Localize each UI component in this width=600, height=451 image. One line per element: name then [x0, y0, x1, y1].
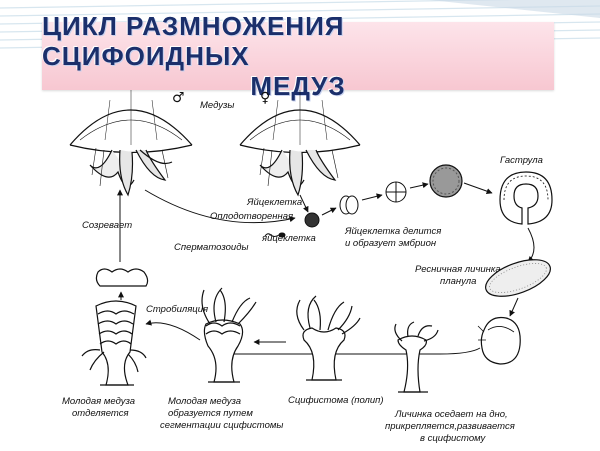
strobila	[81, 300, 147, 386]
arrow-cleave-1	[321, 207, 337, 216]
label-segment-3: сегментации сцифистомы	[160, 420, 283, 431]
sperm-cell	[264, 232, 286, 238]
label-divides-2: и образует эмбрион	[345, 238, 437, 249]
label-settles-2: прикрепляется,развивается	[385, 421, 515, 432]
planula-larva	[485, 259, 551, 297]
arrow-cleave-3	[409, 182, 429, 189]
arrow-to-gastrula	[463, 182, 493, 195]
arrow-strobilation	[145, 319, 201, 341]
arrow-egg	[299, 194, 309, 213]
label-sperm: Сперматозоиды	[174, 242, 248, 253]
label-medusae: Медузы	[200, 100, 234, 111]
arrow-cleave-2	[361, 193, 383, 201]
female-medusa	[239, 90, 361, 197]
title-line-1: ЦИКЛ РАЗМНОЖЕНИЯ СЦИФОИДНЫХ	[42, 11, 345, 71]
title-line-2: МЕДУЗ	[250, 71, 346, 101]
female-symbol: ♀	[260, 90, 270, 106]
gastrula	[499, 171, 553, 225]
strobilating-polyp	[201, 287, 257, 383]
scyphistoma-polyp	[296, 295, 361, 381]
label-segment-1: Молодая медуза	[168, 396, 241, 407]
label-young-1: Молодая медуза	[62, 396, 135, 407]
young-scyphistoma	[394, 321, 439, 393]
label-strobilation: Стробиляция	[146, 304, 208, 315]
label-scyphistoma: Сцифистома (полип)	[288, 395, 384, 406]
fertilized-egg	[304, 212, 320, 228]
arrow-to-planula	[527, 227, 535, 263]
label-matures: Созревает	[82, 220, 132, 231]
label-gastrula: Гаструла	[500, 155, 543, 166]
male-symbol: ♂	[172, 90, 185, 106]
four-cell-stage	[385, 181, 407, 203]
arrow-bottom-row	[214, 347, 481, 357]
label-planula-2: планула	[440, 276, 476, 287]
ephyra	[95, 268, 149, 287]
arrow-sperm	[144, 189, 296, 224]
title-banner: ЦИКЛ РАЗМНОЖЕНИЯ СЦИФОИДНЫХ МЕДУЗ	[42, 11, 554, 101]
label-fertilized-1: Оплодотворенная	[210, 211, 293, 222]
morula-embryo	[429, 164, 463, 198]
label-divides-1: Яйцеклетка делится	[344, 226, 441, 237]
label-young-2: отделяется	[72, 408, 129, 419]
label-egg-cell: Яйцеклетка	[246, 197, 302, 208]
label-planula-1: Ресничная личинка	[415, 264, 501, 275]
label-fertilized-2: яйцеклетка	[261, 233, 316, 244]
label-settles-3: в сцифистому	[420, 433, 487, 444]
arrow-to-settled	[509, 297, 519, 317]
label-settles-1: Личинка оседает на дно,	[394, 409, 508, 420]
label-segment-2: образуется путем	[168, 408, 253, 419]
two-cell-stage	[339, 195, 359, 215]
male-medusa	[69, 90, 193, 197]
settled-larva	[477, 316, 521, 365]
